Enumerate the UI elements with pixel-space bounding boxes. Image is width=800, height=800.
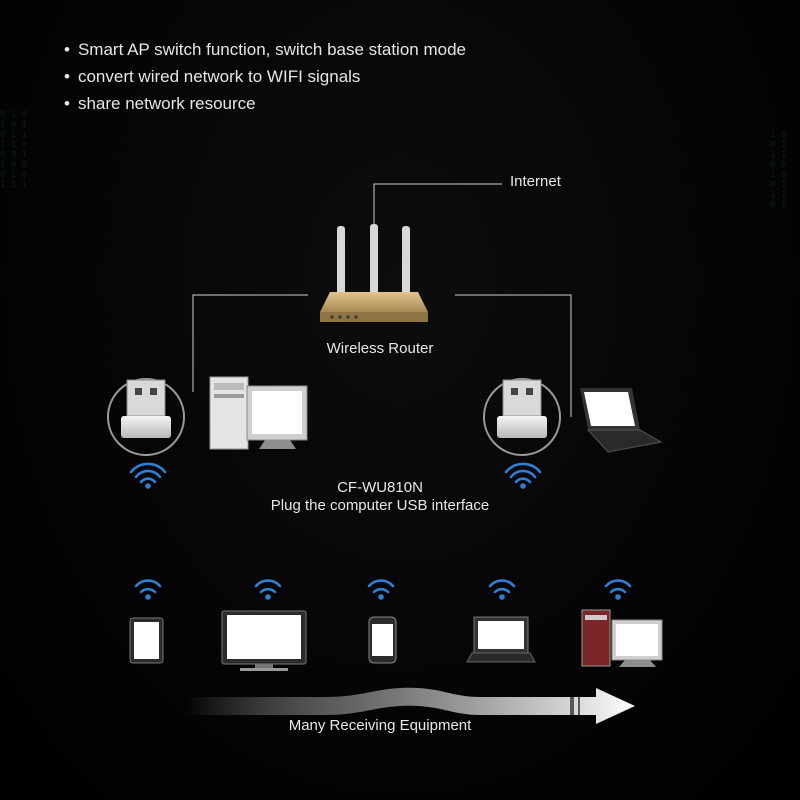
laptop-icon	[580, 388, 663, 453]
feature-item: Smart AP switch function, switch base st…	[64, 36, 466, 63]
right-link-line	[455, 294, 572, 417]
desktop-computer-icon	[209, 376, 308, 450]
connection-lines	[192, 183, 572, 417]
smartphone-icon	[368, 616, 397, 664]
wifi-signal-icon	[134, 579, 162, 600]
adapter-model-label: CF-WU810N	[337, 479, 423, 496]
usb-adapter-icon	[107, 378, 185, 456]
feature-item: share network resource	[64, 90, 466, 117]
arrow-icon	[185, 687, 635, 724]
laptop-icon	[466, 616, 536, 663]
wifi-signal-icon	[254, 579, 282, 600]
internet-line	[373, 183, 502, 230]
usb-adapter-icon	[483, 378, 561, 456]
internet-label: Internet	[510, 173, 561, 190]
wireless-router-icon	[320, 224, 428, 322]
matrix-code-right: 1 0 0 1 1 1 0 0 1 0 0 1 1 1 0 1	[770, 130, 787, 210]
wifi-signal-icon	[504, 462, 542, 489]
feature-item: convert wired network to WIFI signals	[64, 63, 466, 90]
receivers-label: Many Receiving Equipment	[288, 717, 472, 734]
wifi-signal-icon	[604, 579, 632, 600]
monitor-icon	[221, 610, 307, 671]
matrix-code-left: 0 1 0 1 0 1 0 1 1 1 1 0 0 0 1 1 0 0 0 1 …	[0, 110, 28, 190]
left-link-line	[192, 294, 308, 392]
adapter-description-label: Plug the computer USB interface	[270, 497, 490, 514]
wifi-signal-icon	[488, 579, 516, 600]
wifi-signal-icon	[129, 462, 167, 489]
router-label: Wireless Router	[326, 340, 434, 357]
wifi-signal-icon	[367, 579, 395, 600]
desktop-computer-icon	[581, 609, 663, 667]
feature-list: Smart AP switch function, switch base st…	[64, 36, 466, 117]
tablet-icon	[129, 617, 164, 664]
